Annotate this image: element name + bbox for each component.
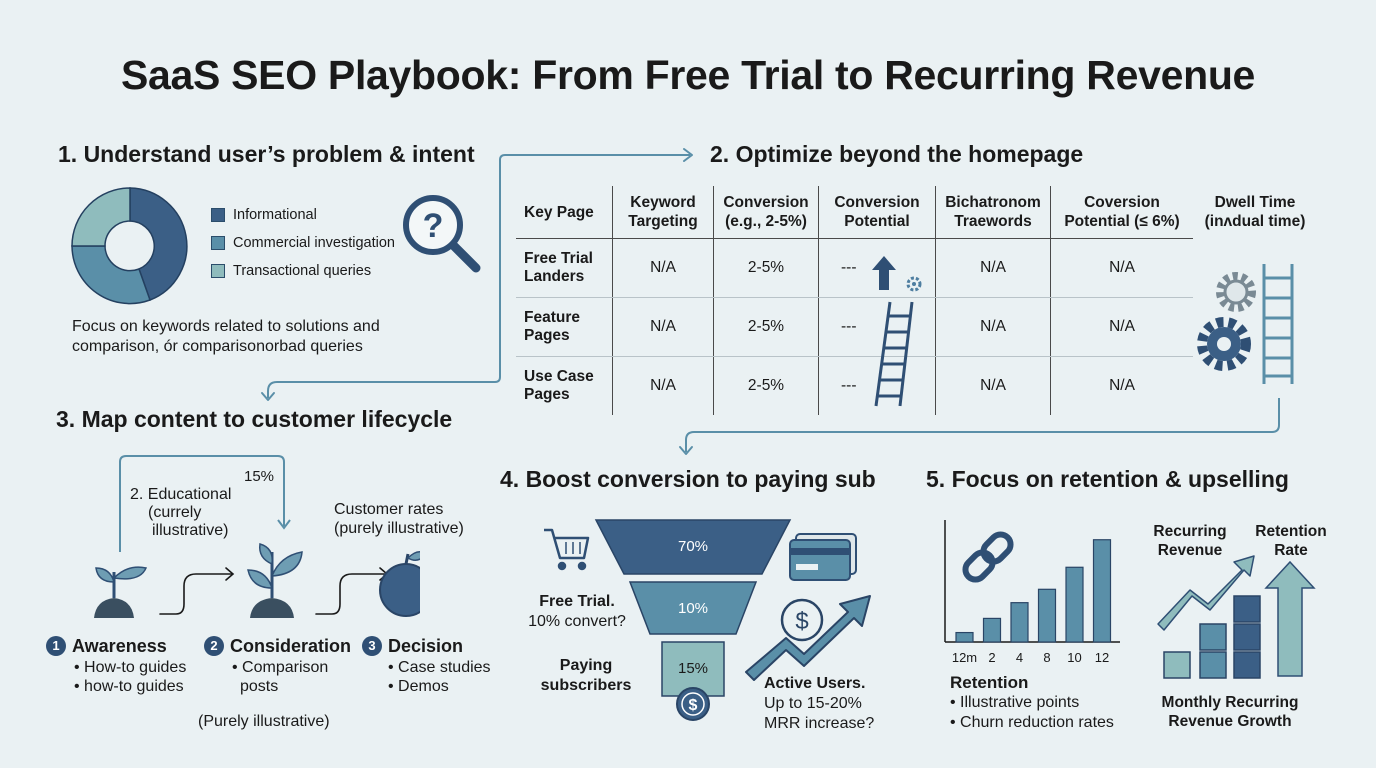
recurring-revenue-label: Recurring Revenue <box>1153 523 1227 559</box>
cart-icon <box>544 528 590 571</box>
educational-label: 2. Educational (currely illustrative) <box>130 486 232 539</box>
intent-donut-chart <box>71 187 188 305</box>
conversion-funnel: $ $ <box>544 519 871 721</box>
col-key-page: Key Page <box>516 186 613 239</box>
young-plant-icon <box>247 543 303 618</box>
retention-rate-label: Retention Rate <box>1255 523 1327 559</box>
legend-item-transactional: Transactional queries <box>211 261 395 281</box>
section2-title: 2. Optimize beyond the homepage <box>710 141 1084 167</box>
page-title: SaaS SEO Playbook: From Free Trial to Re… <box>120 52 1256 98</box>
lifecycle-footnote: (Purely illustrative) <box>198 713 330 730</box>
customer-rates-label: Customer rates (purely illustrative) <box>334 501 464 537</box>
retention-title: Retention <box>950 673 1029 692</box>
seedling-icon <box>94 566 148 618</box>
block-stack-icon <box>1163 595 1261 679</box>
credit-card-icon <box>789 533 857 581</box>
mrr-growth-label: Monthly Recurring Revenue Growth <box>1161 694 1299 730</box>
col-keyword-targeting: Keyword Targeting <box>612 186 714 239</box>
donut-slice-commercial <box>71 245 151 305</box>
apple-icon <box>379 551 420 617</box>
free-trial-label: Free Trial. 10% convert? <box>528 593 626 630</box>
growth-arrow-icon <box>745 595 871 681</box>
tick-label-4: 4 <box>1016 650 1023 665</box>
key-pages-table: Key Page Keyword Targeting Conversion (e… <box>516 186 1193 415</box>
gear-large-icon <box>1197 317 1251 371</box>
col-coversion-potential: Coversion Potential (≤ 6%) <box>1050 186 1193 239</box>
chain-link-icon <box>962 531 1014 583</box>
lifecycle-percentage: 15% <box>244 468 275 485</box>
mrr-growth-illustration <box>1157 555 1316 679</box>
col-conversion: Conversion (e.g., 2-5%) <box>713 186 819 239</box>
donut-slice-informational <box>129 187 188 301</box>
upward-arrow-icon <box>1264 560 1316 677</box>
section1-note: Focus on keywords related to solutions a… <box>72 318 380 355</box>
magnifier-question-icon: ? <box>403 195 481 273</box>
gears-ladder-icon <box>1197 264 1294 384</box>
funnel-label-bottom: 15% <box>677 660 709 677</box>
lifecycle-diagram <box>94 455 420 618</box>
tick-label-10: 10 <box>1067 650 1081 665</box>
dollar-coin-icon: $ <box>676 687 710 721</box>
col-conversion-potential: Conversion Potential <box>818 186 936 239</box>
tick-label-12m: 12m <box>952 650 977 665</box>
active-users-label: Active Users. Up to 15-20% MRR increase? <box>764 675 875 732</box>
bar-12m <box>955 631 974 643</box>
section1-title: 1. Understand user’s problem & intent <box>58 141 475 167</box>
donut-slice-transactional <box>71 187 131 247</box>
bar-8 <box>1037 588 1057 643</box>
ladder-arrow-icon <box>872 256 922 407</box>
legend-item-informational: Informational <box>211 205 395 225</box>
bar-4 <box>1010 602 1029 643</box>
funnel-label-middle: 10% <box>677 600 709 617</box>
bar-12 <box>1092 539 1112 643</box>
dollar-coin-large-icon: $ <box>780 598 824 642</box>
col-bichatronom: Bichatronom Traewords <box>935 186 1051 239</box>
svg-text:?: ? <box>423 207 444 245</box>
bar-10 <box>1065 566 1084 643</box>
gear-small-icon <box>1216 272 1256 312</box>
funnel-middle <box>628 581 758 635</box>
tick-label-12: 12 <box>1095 650 1109 665</box>
section5-title: 5. Focus on retention & upselling <box>926 466 1289 492</box>
tick-label-8: 8 <box>1043 650 1050 665</box>
retention-bar-chart: 12m 2 4 8 10 12 <box>944 520 1120 665</box>
intent-legend: Informational Commercial investigation T… <box>211 205 395 281</box>
svg-text:$: $ <box>689 697 698 714</box>
bar-2 <box>982 617 1002 643</box>
funnel-label-top: 70% <box>677 538 709 555</box>
tick-label-2: 2 <box>988 650 995 665</box>
paying-subscribers-label: Paying subscribers <box>540 657 632 694</box>
funnel-top <box>594 519 792 575</box>
legend-item-commercial: Commercial investigation <box>211 233 395 253</box>
rising-arrow-icon <box>1157 555 1255 631</box>
dwell-time-title: Dwell Time (inʌdual time) <box>1204 194 1306 230</box>
section3-title: 3. Map content to customer lifecycle <box>56 406 453 432</box>
retention-bullets: • Illustrative points • Churn reduction … <box>950 694 1114 731</box>
svg-text:$: $ <box>795 608 808 635</box>
section4-title: 4. Boost conversion to paying sub <box>500 466 876 492</box>
